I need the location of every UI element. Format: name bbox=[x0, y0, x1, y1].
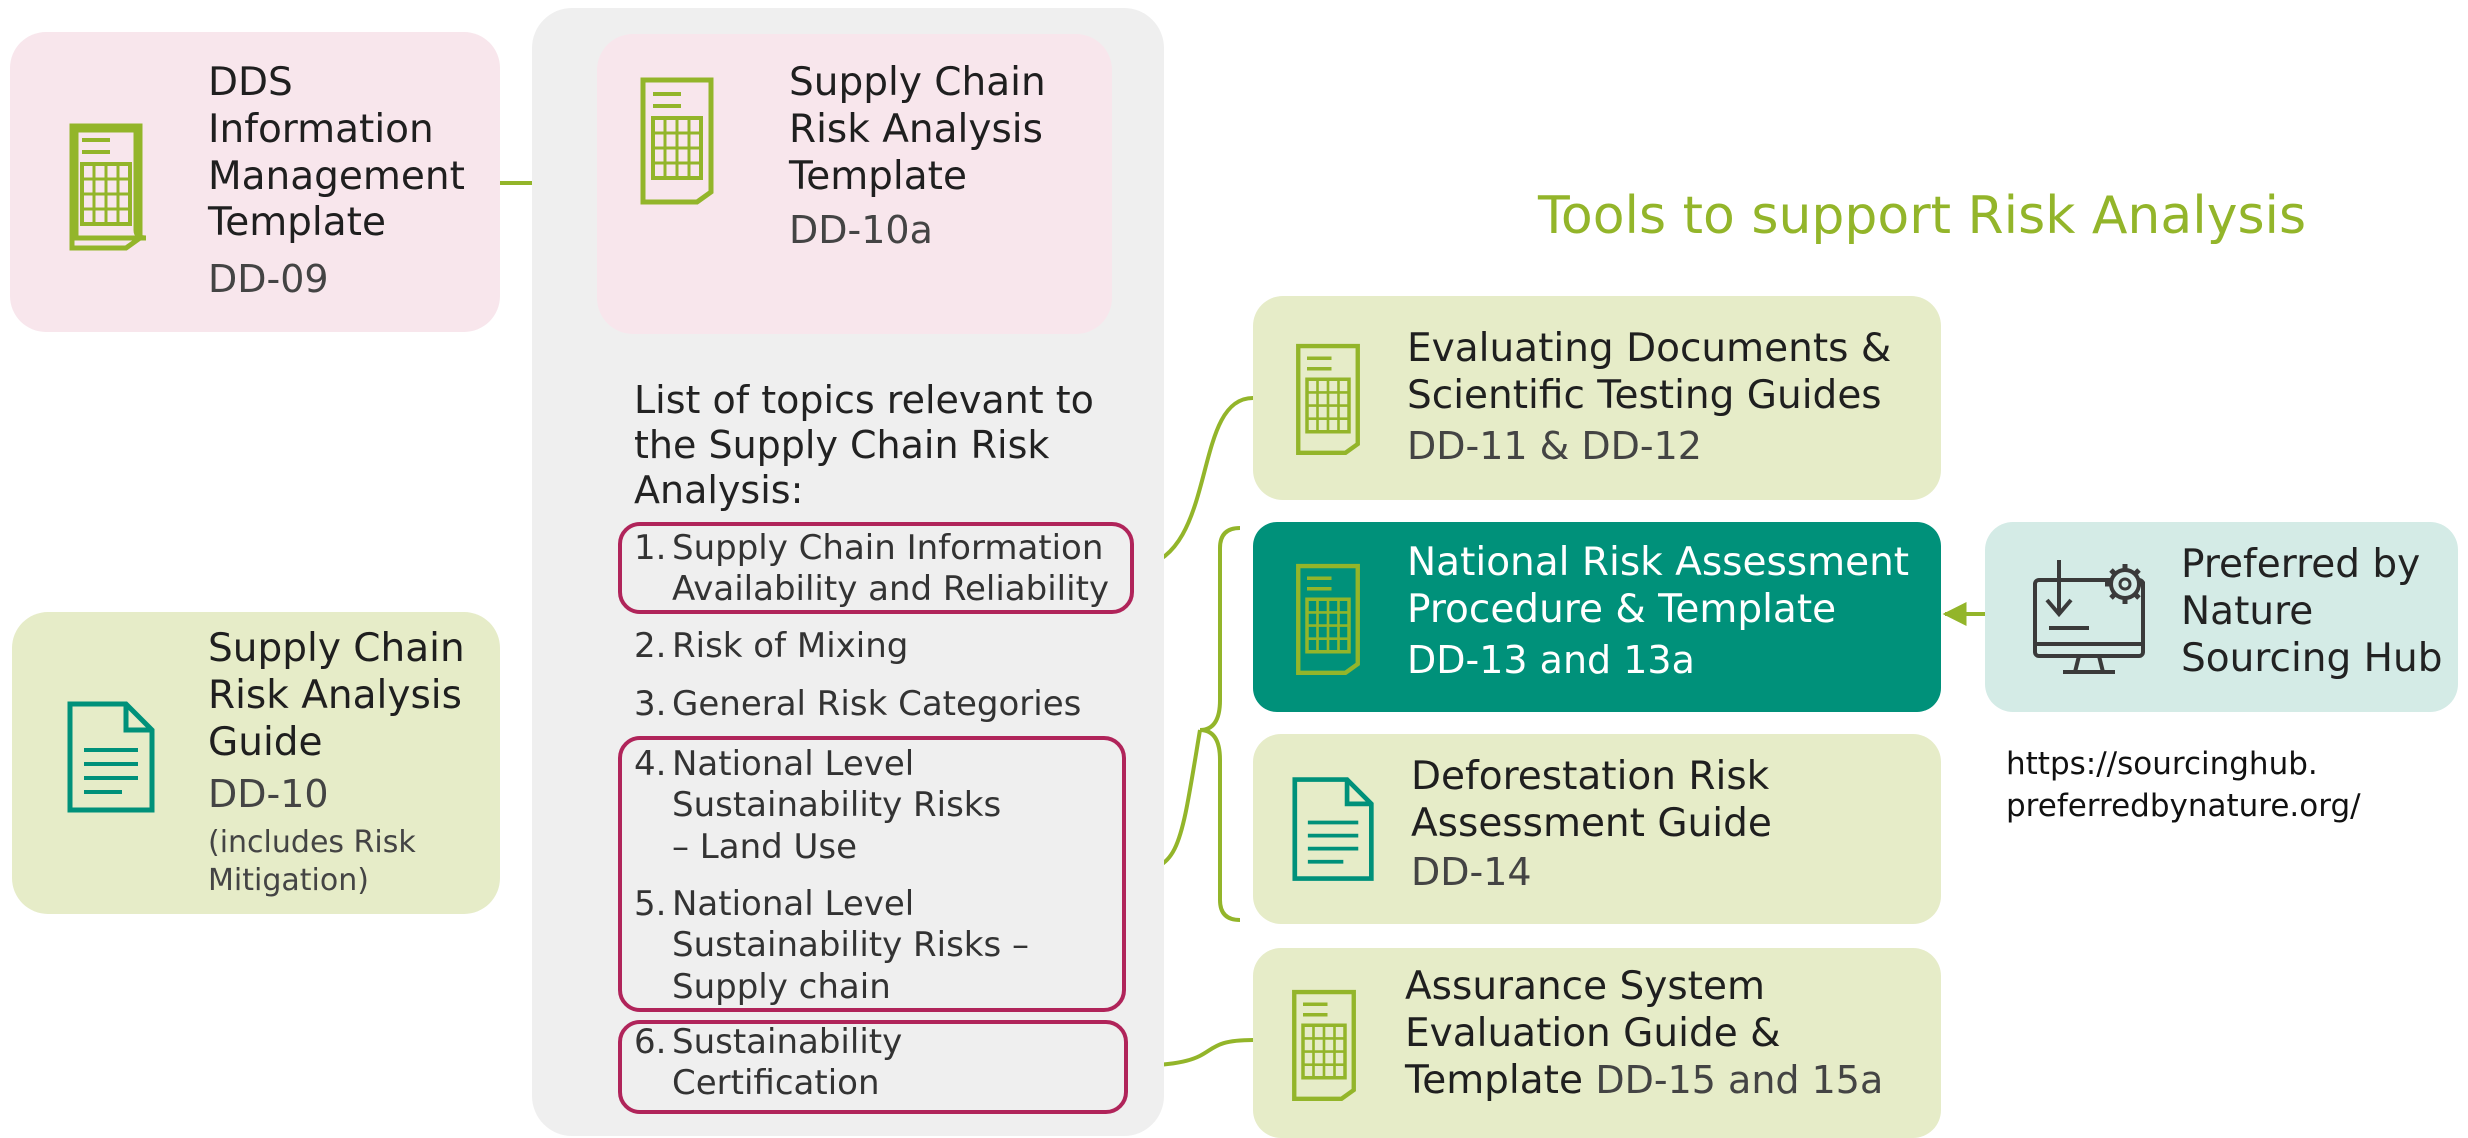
topic-item-5: 5. National Level Sustainability Risks –… bbox=[634, 884, 1064, 1008]
topic-text: Supply Chain Information Availability an… bbox=[672, 528, 1110, 610]
topic-number: 1. bbox=[634, 528, 667, 568]
scra-guide-code: DD-10 bbox=[208, 772, 329, 816]
tool-card-assurance-system[interactable]: Assurance System Evaluation Guide & Temp… bbox=[1253, 948, 1941, 1138]
scra-guide-note: (includes Risk Mitigation) bbox=[208, 825, 416, 898]
topic-number: 4. bbox=[634, 744, 667, 784]
tool-title: National Risk Assessment Procedure & Tem… bbox=[1407, 540, 1910, 632]
topic-text: General Risk Categories bbox=[672, 684, 1082, 724]
spreadsheet-document-icon bbox=[1296, 563, 1360, 675]
topic-number: 5. bbox=[634, 884, 667, 924]
scra-template-code: DD-10a bbox=[789, 208, 933, 252]
spreadsheet-document-icon bbox=[1296, 343, 1360, 455]
topics-heading: List of topics relevant to the Supply Ch… bbox=[634, 378, 1094, 512]
dds-template-card[interactable]: DDS Information Management Template DD-0… bbox=[10, 32, 500, 332]
topic-item-1: 1. Supply Chain Information Availability… bbox=[634, 528, 1134, 611]
topic-item-3: 3. General Risk Categories bbox=[634, 684, 1134, 725]
tool-code: DD-13 and 13a bbox=[1407, 638, 1695, 682]
topic-text: Risk of Mixing bbox=[672, 626, 909, 666]
dds-code: DD-09 bbox=[208, 257, 329, 301]
tool-code: DD-15 and 15a bbox=[1595, 1057, 1884, 1102]
tools-header: Tools to support Risk Analysis bbox=[1538, 186, 2307, 246]
tool-title: Evaluating Documents & Scientific Testin… bbox=[1407, 326, 1892, 418]
scra-guide-title: Supply Chain Risk Analysis Guide bbox=[208, 626, 465, 765]
tool-code: DD-11 & DD-12 bbox=[1407, 424, 1702, 468]
tool-code: DD-14 bbox=[1411, 850, 1532, 894]
text-document-icon bbox=[1292, 777, 1374, 881]
sourcing-hub-card[interactable]: Preferred by Nature Sourcing Hub bbox=[1985, 522, 2458, 712]
topic-1-highlight bbox=[618, 522, 1134, 614]
topics-4-5-highlight bbox=[618, 736, 1126, 1012]
scra-guide-card[interactable]: Supply Chain Risk Analysis Guide DD-10 (… bbox=[12, 612, 500, 914]
topic-item-6: 6. Sustainability Certification bbox=[634, 1022, 974, 1105]
topic-text: Sustainability Certification bbox=[672, 1022, 903, 1104]
topic-text: National Level Sustainability Risks – La… bbox=[672, 744, 1002, 867]
topic-number: 6. bbox=[634, 1022, 667, 1062]
tools-brace bbox=[1199, 526, 1241, 922]
dds-title: DDS Information Management Template bbox=[208, 60, 465, 246]
computer-download-gear-icon bbox=[2033, 560, 2145, 674]
topic-number: 2. bbox=[634, 626, 667, 666]
tool-card-evaluating-documents[interactable]: Evaluating Documents & Scientific Testin… bbox=[1253, 296, 1941, 500]
spreadsheet-document-icon bbox=[69, 123, 147, 251]
tool-card-deforestation-risk[interactable]: Deforestation Risk Assessment Guide DD-1… bbox=[1253, 734, 1941, 924]
text-document-icon bbox=[67, 701, 155, 813]
spreadsheet-document-icon bbox=[1292, 989, 1356, 1101]
tool-card-national-risk-assessment[interactable]: National Risk Assessment Procedure & Tem… bbox=[1253, 522, 1941, 712]
tool-title: Assurance System Evaluation Guide & Temp… bbox=[1405, 964, 1925, 1104]
tool-title: Deforestation Risk Assessment Guide bbox=[1411, 754, 1772, 846]
topic-item-4: 4. National Level Sustainability Risks –… bbox=[634, 744, 1024, 868]
spreadsheet-document-icon bbox=[640, 77, 714, 205]
topic-number: 3. bbox=[634, 684, 667, 724]
tool-title-text: Assurance System Evaluation Guide & Temp… bbox=[1405, 964, 1781, 1103]
hub-url-link[interactable]: https://sourcinghub. preferredbynature.o… bbox=[2006, 746, 2361, 824]
topic-item-2: 2. Risk of Mixing bbox=[634, 626, 1134, 667]
scra-template-title: Supply Chain Risk Analysis Template bbox=[789, 60, 1046, 199]
hub-title: Preferred by Nature Sourcing Hub bbox=[2181, 542, 2443, 681]
topic-6-highlight bbox=[618, 1020, 1128, 1114]
scra-template-card[interactable]: Supply Chain Risk Analysis Template DD-1… bbox=[597, 34, 1112, 334]
topic-text: National Level Sustainability Risks – Su… bbox=[672, 884, 1030, 1007]
